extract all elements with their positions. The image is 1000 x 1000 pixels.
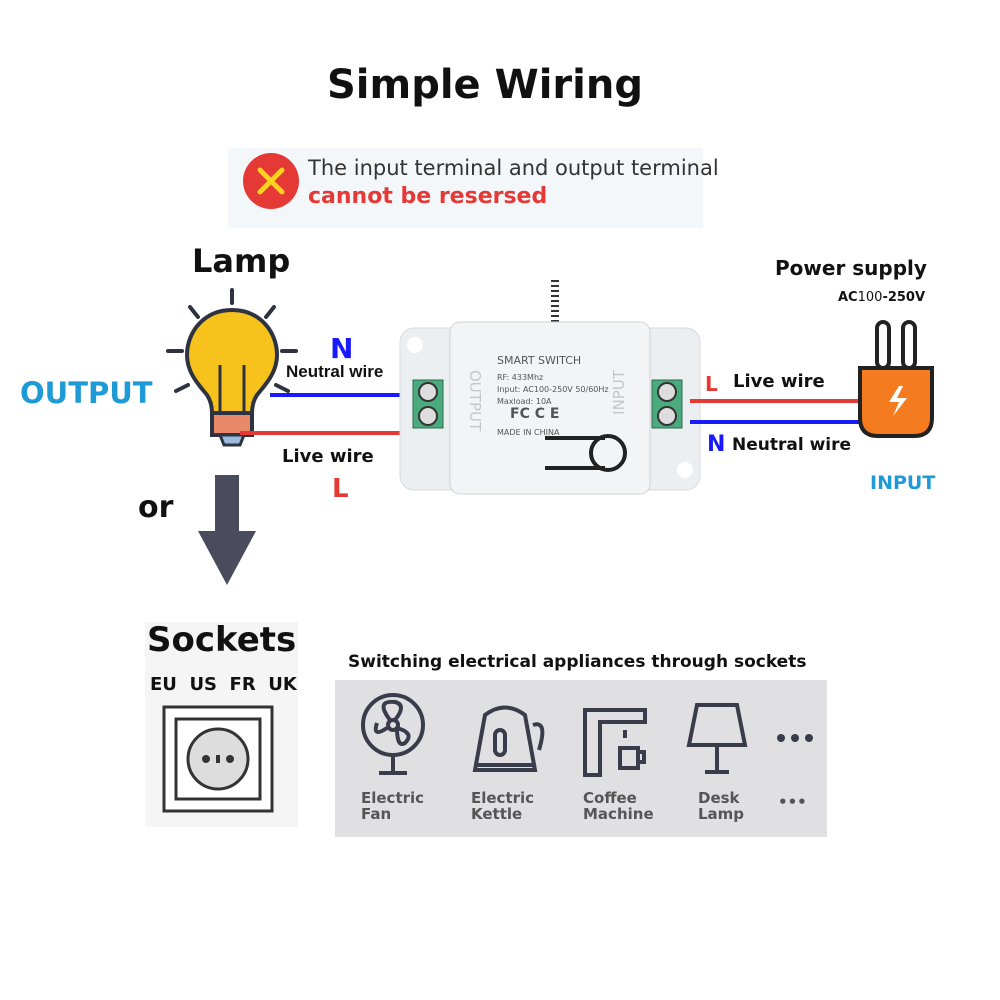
warning-box — [228, 148, 703, 228]
switch-input-spec: Input: AC100-250V 50/60Hz — [497, 385, 609, 394]
appliance-line1: ••• — [778, 793, 807, 811]
output-live-label: Live wire — [282, 446, 374, 467]
switch-input-side: INPUT — [610, 370, 628, 415]
switch-name: SMART SWITCH — [497, 354, 582, 367]
lamp-label: Lamp — [192, 242, 291, 280]
power-plug-icon — [858, 320, 934, 438]
appliance-line1: Desk — [698, 789, 740, 807]
more-dots-icon — [777, 734, 813, 742]
switch-certifications: FC C E — [510, 406, 560, 422]
output-wires — [240, 393, 410, 435]
output-l-letter: L — [332, 474, 349, 504]
warning-line1: The input terminal and output terminal — [308, 156, 719, 180]
power-voltage: AC100-250V — [838, 290, 925, 305]
appliance-line1: Electric — [361, 789, 425, 807]
page-title: Simple Wiring — [327, 62, 643, 108]
input-wires — [690, 399, 865, 424]
output-n-letter: N — [330, 332, 354, 365]
input-label: INPUT — [870, 472, 936, 494]
voltage-high: -250V — [882, 290, 926, 305]
appliance-line1: Electric — [471, 789, 535, 807]
socket-icon — [162, 705, 274, 813]
input-live-label: Live wire — [733, 371, 825, 392]
switch-maxload: Maxload: 10A — [497, 397, 552, 406]
light-bulb-icon — [166, 288, 298, 447]
power-supply-label: Power supply — [775, 256, 927, 280]
voltage-prefix: AC — [838, 290, 858, 305]
smart-switch-device — [399, 280, 701, 495]
input-neutral-label: Neutral wire — [732, 435, 852, 455]
or-label: or — [138, 490, 174, 525]
switch-made-in: MADE IN CHINA — [497, 428, 560, 437]
appliances-heading: Switching electrical appliances through … — [348, 652, 807, 672]
appliance-more: ••• — [778, 794, 807, 810]
coffee-machine-icon — [583, 708, 647, 777]
output-label: OUTPUT — [20, 376, 153, 410]
voltage-low: 100 — [857, 290, 883, 305]
switch-rf: RF: 433Mhz — [497, 373, 544, 382]
warning-line2: cannot be resersed — [308, 184, 548, 209]
appliance-line2: Lamp — [698, 805, 745, 823]
down-arrow-icon — [198, 475, 256, 585]
sockets-label: Sockets — [147, 620, 297, 660]
socket-types: EU US FR UK — [150, 674, 297, 695]
switch-output-side: OUTPUT — [466, 370, 484, 432]
appliance-line2: Machine — [583, 805, 654, 823]
kettle-icon — [472, 705, 545, 772]
input-l-letter: L — [705, 372, 718, 396]
appliance-icons — [361, 693, 813, 777]
appliance-line1: Coffee — [583, 789, 637, 807]
fan-icon — [361, 693, 425, 775]
appliance-line2: Fan — [361, 805, 392, 823]
x-circle-icon — [243, 153, 299, 209]
appliance-line2: Kettle — [471, 805, 523, 823]
desk-lamp-icon — [686, 703, 748, 774]
output-neutral-label: Neutral wire — [286, 362, 384, 381]
input-n-letter: N — [707, 432, 726, 457]
